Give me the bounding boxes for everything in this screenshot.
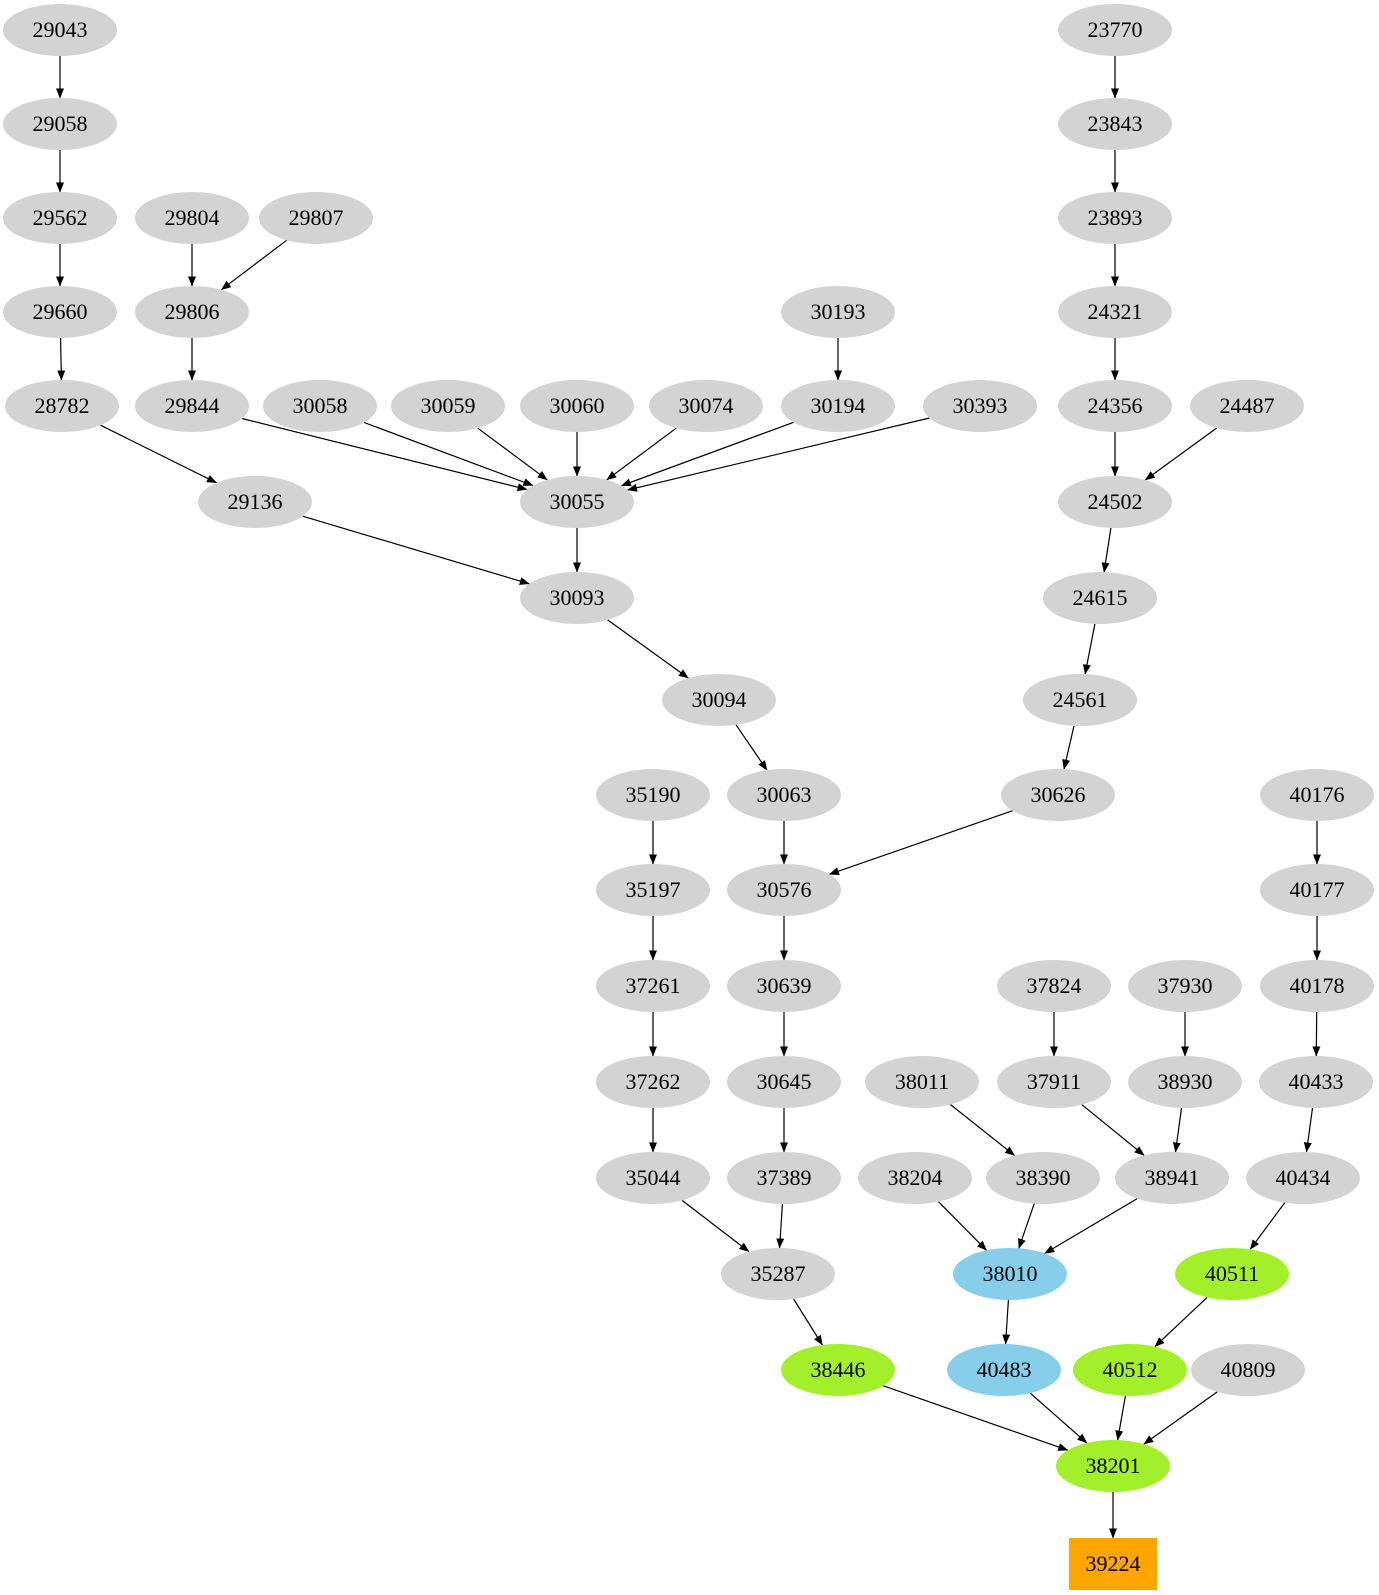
node-35044: 35044 bbox=[596, 1152, 710, 1204]
edge-37911-38941 bbox=[1081, 1104, 1145, 1156]
edge-30626-30576 bbox=[828, 810, 1013, 875]
node-24615: 24615 bbox=[1043, 572, 1157, 624]
edge-24487-24502 bbox=[1144, 427, 1218, 481]
node-38930: 38930 bbox=[1128, 1056, 1242, 1108]
edge-38010-40483 bbox=[1002, 1299, 1011, 1345]
node-40483: 40483 bbox=[947, 1344, 1061, 1396]
edge-29807-29806 bbox=[221, 239, 287, 291]
edge-24502-24615 bbox=[1101, 527, 1112, 573]
node-37389: 37389 bbox=[727, 1152, 841, 1204]
edge-38011-38390 bbox=[950, 1104, 1015, 1156]
node-30074: 30074 bbox=[649, 380, 763, 432]
edge-37389-35287 bbox=[776, 1203, 785, 1249]
node-38011: 38011 bbox=[865, 1056, 979, 1108]
node-35287: 35287 bbox=[721, 1248, 835, 1300]
edge-30059-30055 bbox=[477, 427, 548, 481]
edge-40433-40434 bbox=[1303, 1107, 1314, 1153]
edge-24615-24561 bbox=[1082, 623, 1096, 675]
node-38390: 38390 bbox=[986, 1152, 1100, 1204]
node-40434: 40434 bbox=[1246, 1152, 1360, 1204]
node-23770: 23770 bbox=[1058, 4, 1172, 56]
node-29804: 29804 bbox=[135, 192, 249, 244]
node-29807: 29807 bbox=[259, 192, 373, 244]
edge-30074-30055 bbox=[606, 427, 677, 481]
node-30094: 30094 bbox=[662, 674, 776, 726]
node-30058: 30058 bbox=[263, 380, 377, 432]
node-24502: 24502 bbox=[1058, 476, 1172, 528]
node-28782: 28782 bbox=[5, 380, 119, 432]
edge-30093-30094 bbox=[607, 619, 689, 679]
node-30060: 30060 bbox=[520, 380, 634, 432]
node-30093: 30093 bbox=[520, 572, 634, 624]
node-29562: 29562 bbox=[3, 192, 117, 244]
node-29136: 29136 bbox=[198, 476, 312, 528]
edge-40434-40511 bbox=[1249, 1202, 1286, 1250]
edge-35044-35287 bbox=[681, 1199, 750, 1253]
node-29043: 29043 bbox=[3, 4, 117, 56]
edge-38204-38010 bbox=[938, 1201, 987, 1251]
node-40809: 40809 bbox=[1191, 1344, 1305, 1396]
edge-38390-38010 bbox=[1018, 1203, 1035, 1249]
edge-35287-38446 bbox=[793, 1298, 823, 1346]
node-30194: 30194 bbox=[781, 380, 895, 432]
node-38941: 38941 bbox=[1115, 1152, 1229, 1204]
node-37262: 37262 bbox=[596, 1056, 710, 1108]
node-29660: 29660 bbox=[3, 286, 117, 338]
node-40178: 40178 bbox=[1260, 960, 1374, 1012]
node-23893: 23893 bbox=[1058, 192, 1172, 244]
node-37824: 37824 bbox=[997, 960, 1111, 1012]
node-24321: 24321 bbox=[1058, 286, 1172, 338]
node-40433: 40433 bbox=[1259, 1056, 1373, 1108]
edge-38446-38201 bbox=[883, 1385, 1069, 1451]
node-37911: 37911 bbox=[997, 1056, 1111, 1108]
node-35190: 35190 bbox=[596, 769, 710, 821]
node-30639: 30639 bbox=[727, 960, 841, 1012]
edge-30094-30063 bbox=[735, 724, 768, 771]
node-30063: 30063 bbox=[727, 769, 841, 821]
node-40512: 40512 bbox=[1073, 1344, 1187, 1396]
node-38201: 38201 bbox=[1056, 1440, 1170, 1492]
node-30626: 30626 bbox=[1001, 769, 1115, 821]
node-30645: 30645 bbox=[727, 1056, 841, 1108]
node-37930: 37930 bbox=[1128, 960, 1242, 1012]
edge-30194-30055 bbox=[620, 421, 794, 487]
node-40177: 40177 bbox=[1260, 864, 1374, 916]
edge-30393-30055 bbox=[627, 417, 930, 492]
edge-24561-30626 bbox=[1062, 725, 1075, 770]
edge-40511-40512 bbox=[1154, 1296, 1208, 1348]
edge-40809-38201 bbox=[1143, 1391, 1218, 1445]
node-24561: 24561 bbox=[1023, 674, 1137, 726]
edge-40483-38201 bbox=[1029, 1392, 1088, 1444]
node-29844: 29844 bbox=[135, 380, 249, 432]
node-23843: 23843 bbox=[1058, 98, 1172, 150]
node-30576: 30576 bbox=[727, 864, 841, 916]
node-24356: 24356 bbox=[1058, 380, 1172, 432]
edge-38941-38010 bbox=[1044, 1198, 1138, 1254]
node-35197: 35197 bbox=[596, 864, 710, 916]
node-38204: 38204 bbox=[858, 1152, 972, 1204]
edge-40512-38201 bbox=[1115, 1395, 1126, 1441]
node-30393: 30393 bbox=[923, 380, 1037, 432]
node-37261: 37261 bbox=[596, 960, 710, 1012]
node-30193: 30193 bbox=[781, 286, 895, 338]
node-38010: 38010 bbox=[953, 1248, 1067, 1300]
edge-38930-38941 bbox=[1172, 1107, 1183, 1153]
edge-29660-28782 bbox=[57, 337, 66, 381]
node-40176: 40176 bbox=[1260, 769, 1374, 821]
node-40511: 40511 bbox=[1175, 1248, 1289, 1300]
node-29058: 29058 bbox=[3, 98, 117, 150]
edge-30058-30055 bbox=[363, 421, 534, 487]
node-38446: 38446 bbox=[781, 1344, 895, 1396]
edge-29844-30055 bbox=[241, 417, 528, 492]
edge-29136-30093 bbox=[302, 515, 530, 585]
node-24487: 24487 bbox=[1190, 380, 1304, 432]
node-30059: 30059 bbox=[391, 380, 505, 432]
node-29806: 29806 bbox=[135, 286, 249, 338]
node-30055: 30055 bbox=[520, 476, 634, 528]
node-39224: 39224 bbox=[1069, 1538, 1157, 1590]
edge-28782-29136 bbox=[100, 424, 217, 484]
